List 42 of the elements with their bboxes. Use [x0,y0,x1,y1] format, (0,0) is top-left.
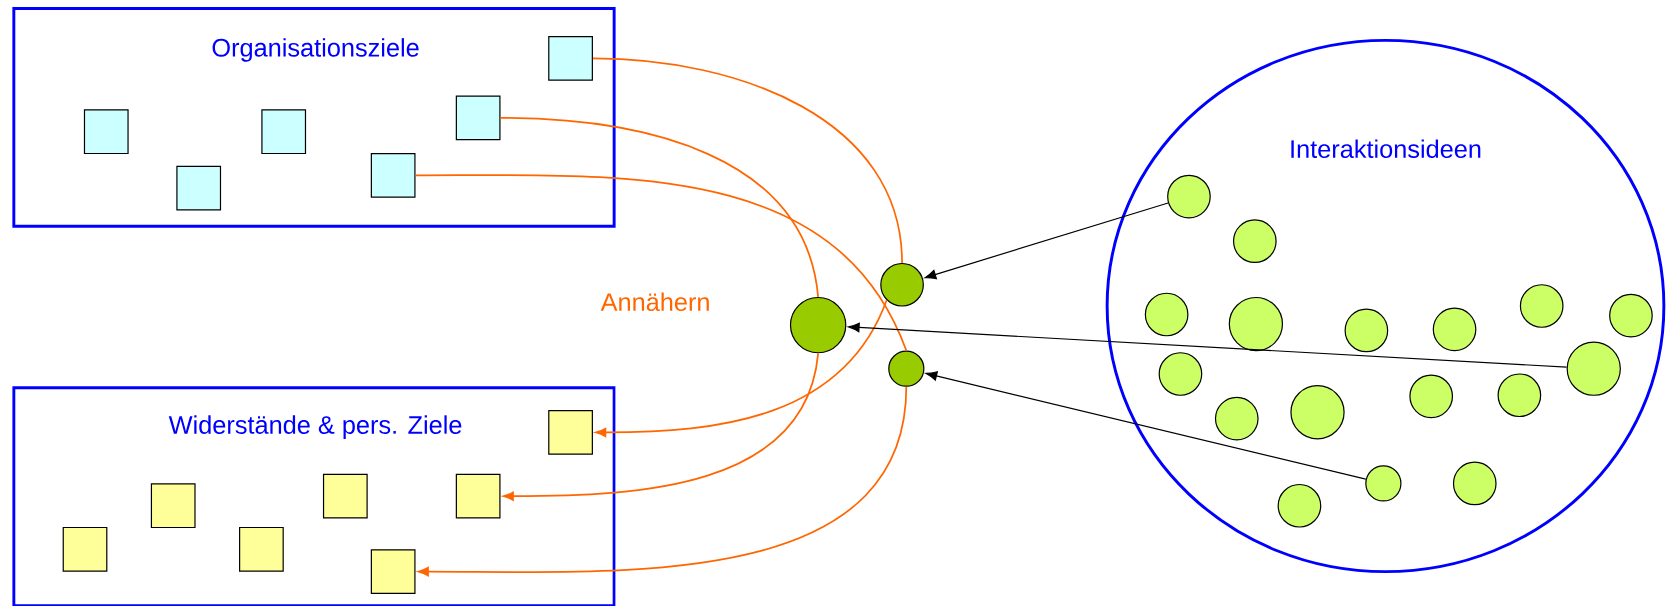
circle [1167,174,1211,219]
square [239,526,284,572]
circle [1566,341,1621,396]
circle [1144,292,1189,337]
square [62,526,108,572]
circle [1158,352,1203,396]
arrow [924,202,1169,280]
annotation-label: Annähern [600,292,709,312]
circle [1497,373,1542,418]
circle [1232,219,1277,264]
arrow [848,322,1568,368]
circle [1277,483,1322,528]
circle [888,350,925,387]
circle [1452,461,1497,506]
circle [1519,284,1564,328]
arrow [595,299,888,438]
square [261,109,307,155]
circle [1432,307,1477,352]
goal-box: Organisationsziele [12,7,616,228]
circle [1365,465,1402,502]
circle [789,296,847,354]
square [548,36,593,81]
square [455,473,501,519]
circle [1214,396,1259,441]
arrow [925,371,1367,480]
arrow [503,352,819,501]
circle [1609,293,1653,338]
circle [1228,296,1284,352]
square [370,549,416,594]
square [83,109,129,155]
circle [1344,308,1389,353]
square [150,483,196,529]
square [322,473,368,519]
square [455,95,501,141]
square [176,165,222,211]
circle [1290,385,1345,440]
goal-box: Widerstände & pers. Ziele [12,386,616,606]
square [548,410,593,455]
circle [1409,374,1454,419]
square [370,152,416,198]
circle [880,262,924,307]
arrow [418,385,908,577]
